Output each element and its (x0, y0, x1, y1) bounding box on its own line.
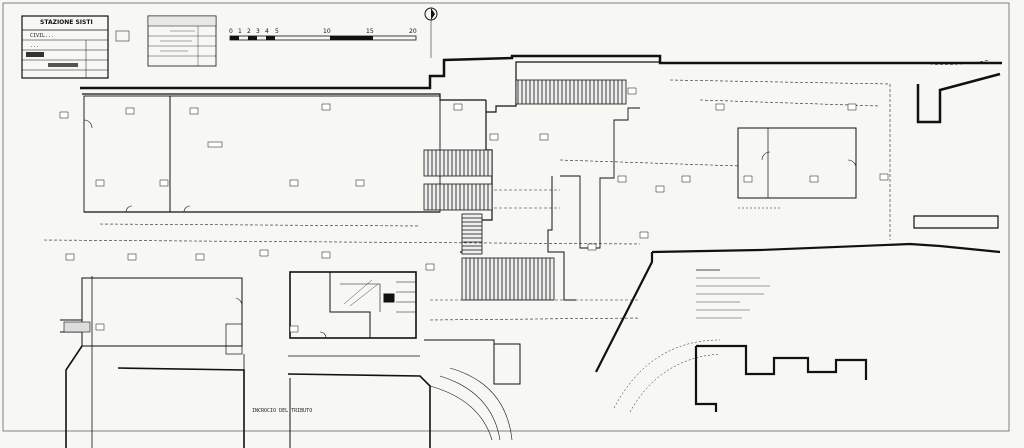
scale-tick-0: 0 (229, 28, 233, 35)
title-block-header: STAZIONE SISTI (40, 19, 93, 26)
right-room-block (737, 127, 857, 209)
room-tags (59, 87, 889, 333)
legend-block (696, 269, 770, 319)
service-lines (43, 79, 891, 321)
scale-tick-10: 10 (323, 28, 331, 35)
north-arrow-icon (424, 7, 438, 58)
sheet-border (2, 2, 1010, 432)
lower-left-blocks (60, 276, 245, 448)
scale-tick-5: 5 (275, 28, 279, 35)
corner-ramp (916, 59, 1001, 124)
scale-tick-15: 15 (366, 28, 374, 35)
scale-tick-2: 2 (247, 28, 251, 35)
upper-hall-outline (80, 54, 1002, 213)
scale-tick-4: 4 (265, 28, 269, 35)
diagonal-wall (595, 215, 1001, 373)
bottom-street-label: INCROCIO DEL TRIBUTO (252, 408, 312, 414)
lower-right-outline (613, 339, 868, 413)
scale-tick-3: 3 (256, 28, 260, 35)
scale-tick-20: 20 (409, 28, 417, 35)
title-small-box (115, 30, 130, 42)
title-block-line-1: CIVIL... (30, 33, 54, 39)
stair-room (288, 271, 420, 357)
title-block: STAZIONE SISTI CIVIL... ... (21, 15, 109, 79)
stair-hatches (423, 79, 627, 301)
scale-tick-1: 1 (238, 28, 242, 35)
title-block-line-2: ... (30, 43, 39, 49)
door-swings (83, 119, 857, 339)
revision-block (147, 15, 217, 67)
scale-bar: 0 1 2 3 4 5 10 15 20 (229, 28, 417, 41)
lower-buildings (117, 339, 521, 448)
